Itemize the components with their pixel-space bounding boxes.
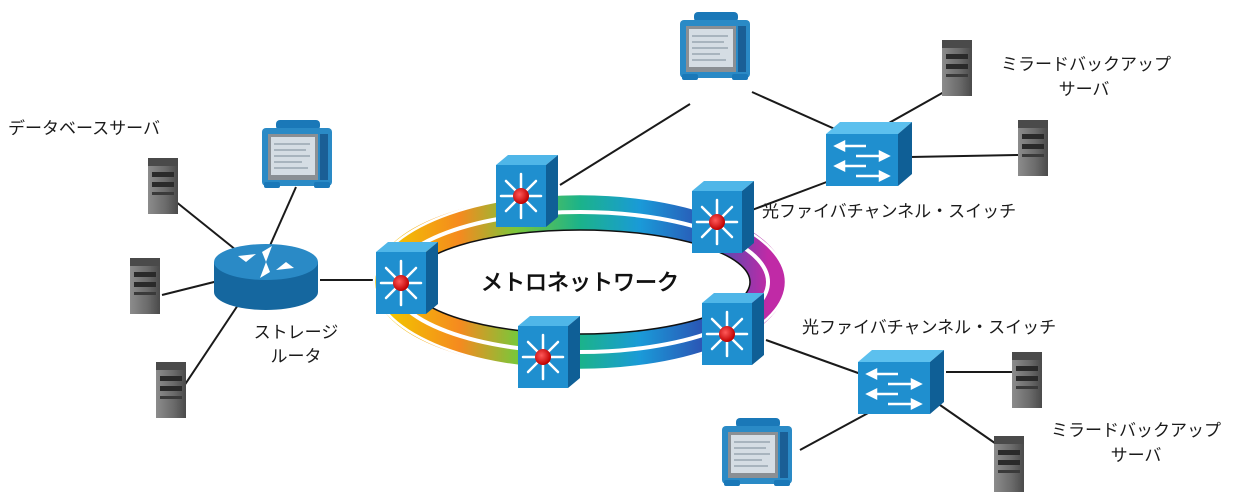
storage-router[interactable] bbox=[214, 244, 318, 310]
mirror-server-top-1[interactable] bbox=[942, 40, 972, 96]
test-instrument-left[interactable] bbox=[261, 119, 333, 189]
mirror-server-bottom-2[interactable] bbox=[994, 436, 1024, 492]
database-server-3[interactable] bbox=[156, 362, 186, 418]
test-instrument-bottom[interactable] bbox=[721, 417, 793, 487]
metro-switch-bottom[interactable] bbox=[516, 314, 582, 390]
database-server-label: データベースサーバ bbox=[8, 118, 160, 139]
mirror-server-top-2[interactable] bbox=[1018, 120, 1048, 176]
ring-title: メトロネットワーク bbox=[481, 271, 679, 296]
fc-switch-top-label: 光ファイバチャンネル・スイッチ bbox=[762, 202, 1016, 222]
metro-switch-top-right[interactable] bbox=[690, 179, 756, 255]
database-server-2[interactable] bbox=[130, 258, 160, 314]
fc-switch-bottom[interactable] bbox=[856, 348, 946, 416]
fc-switch-top[interactable] bbox=[824, 120, 914, 188]
mirror-server-bottom-label-line2: サーバ bbox=[1111, 446, 1162, 466]
database-server-1[interactable] bbox=[148, 158, 178, 214]
fc-switch-bottom-label: 光ファイバチャンネル・スイッチ bbox=[802, 318, 1056, 338]
metro-switch-bottom-right[interactable] bbox=[700, 291, 766, 367]
router-arrows-icon bbox=[238, 246, 294, 278]
mirror-server-bottom-1[interactable] bbox=[1012, 352, 1042, 408]
test-instrument-top[interactable] bbox=[679, 11, 751, 81]
mirror-server-bottom-label-line1: ミラードバックアップ bbox=[1051, 421, 1221, 441]
mirror-server-top-label-line2: サーバ bbox=[1059, 80, 1110, 100]
storage-router-label-line2: ルータ bbox=[271, 347, 322, 367]
metro-switch-left[interactable] bbox=[374, 240, 440, 316]
metro-switch-top-left[interactable] bbox=[494, 153, 560, 229]
storage-router-label-line1: ストレージ bbox=[254, 323, 339, 343]
connection-links bbox=[161, 91, 1019, 451]
mirror-server-top-label-line1: ミラードバックアップ bbox=[1001, 55, 1171, 75]
